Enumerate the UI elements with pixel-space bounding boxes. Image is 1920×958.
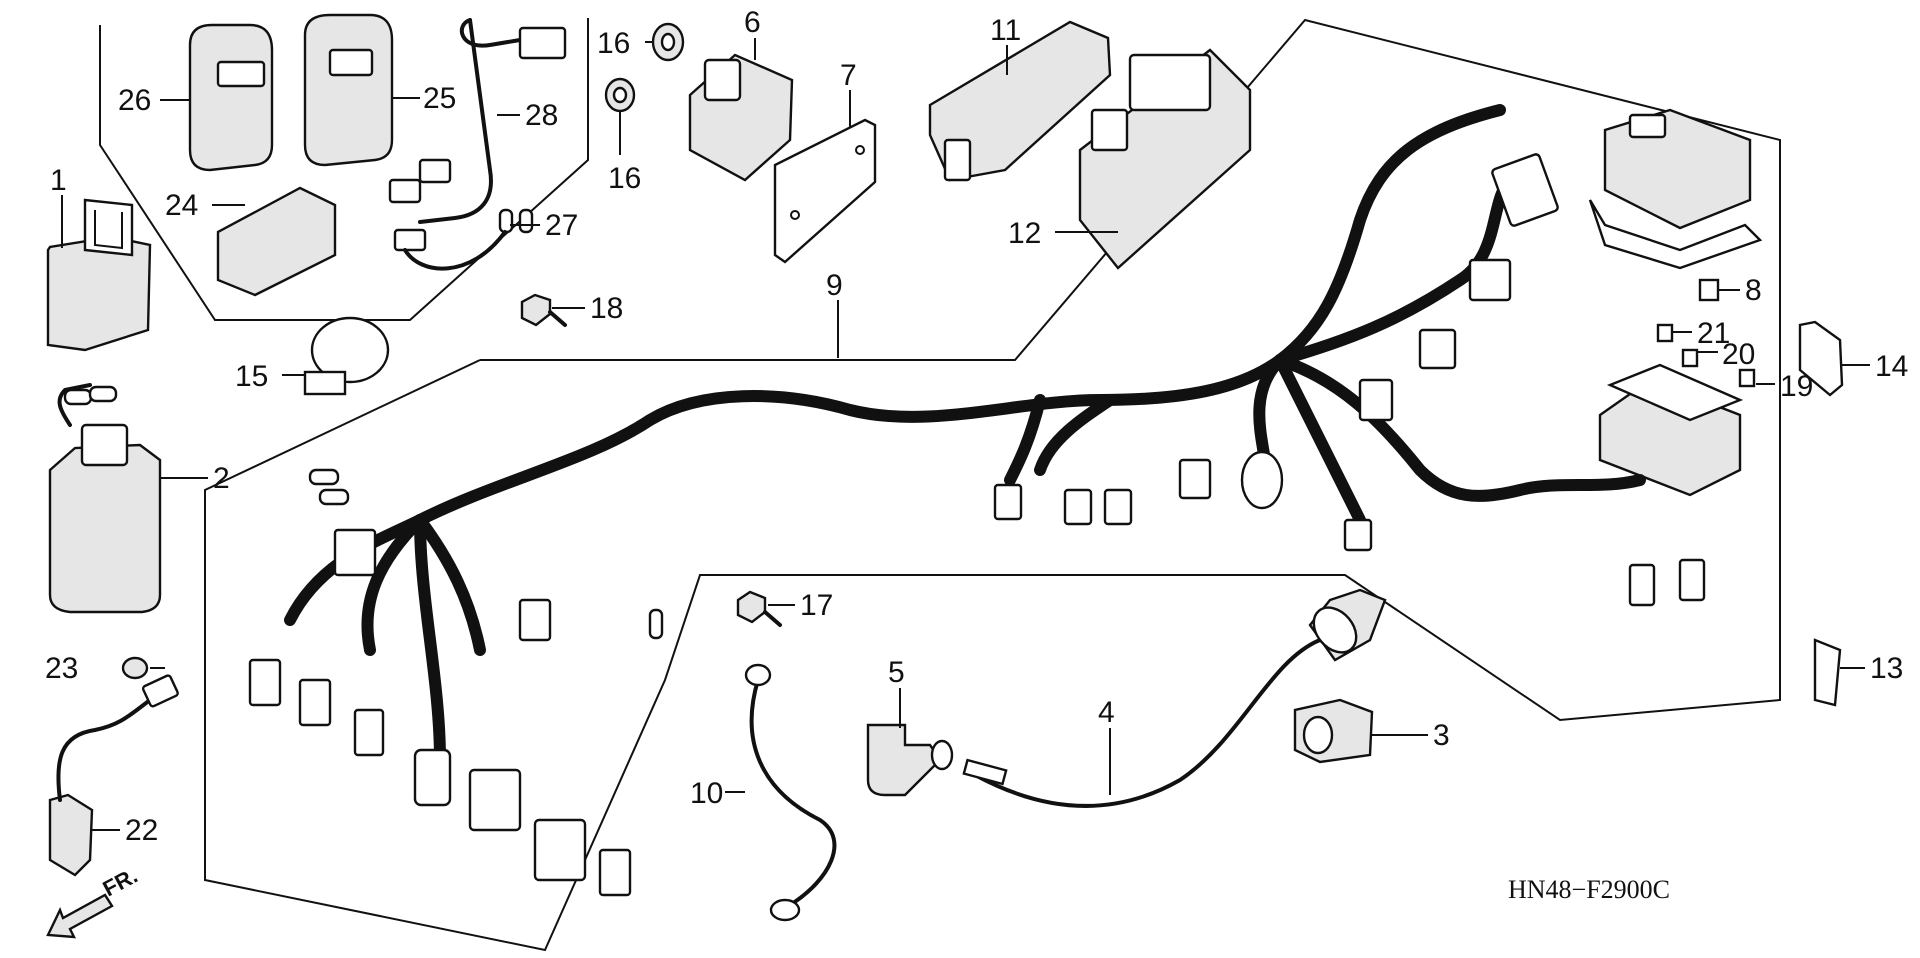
callout-20: 20: [1722, 338, 1755, 371]
callout-26: 26: [118, 84, 151, 117]
part-11-module: [928, 20, 1112, 182]
callout-23: 23: [45, 652, 78, 685]
callout-17: 17: [800, 589, 833, 622]
callout-8: 8: [1745, 274, 1762, 307]
part-16b-grommet: [604, 77, 636, 113]
part-15-clamp: [303, 316, 390, 396]
part-9-main-harness: [248, 104, 1706, 897]
callout-1: 1: [50, 164, 67, 197]
part-27-28-sub-harness: [388, 18, 567, 271]
callout-19: 19: [1780, 370, 1813, 403]
callout-16b: 16: [608, 162, 641, 195]
callout-15: 15: [235, 360, 268, 393]
callout-22: 22: [125, 814, 158, 847]
callout-28: 28: [525, 99, 558, 132]
part-19-fuse: [1738, 368, 1756, 388]
part-18-bolt: [520, 293, 567, 327]
part-22-sensor: [48, 674, 179, 877]
callout-24: 24: [165, 189, 198, 222]
part-14-bracket: [1798, 320, 1844, 397]
callout-labels: 1 2 3 4 5 6 7 8 9 10 11 12 13 14 15 16 1…: [45, 6, 1908, 847]
leader-lines: [61, 38, 1870, 831]
part-17-bolt: [736, 590, 782, 627]
group-outline-upper-left: [99, 18, 589, 321]
part-20-fuse: [1681, 348, 1699, 368]
front-direction-arrow: FR.: [46, 863, 142, 939]
part-2-cdi-unit: [48, 383, 162, 614]
part-6-relay: [688, 53, 794, 182]
part-1-bracket: [46, 198, 152, 352]
part-5-plug-cap: [866, 723, 954, 797]
part-3-clamp: [1293, 698, 1374, 764]
part-10-ground-cable: [744, 663, 837, 922]
callout-9: 9: [826, 269, 843, 302]
callout-4: 4: [1098, 696, 1115, 729]
callout-2: 2: [213, 462, 230, 495]
part-25-relay: [303, 13, 394, 167]
callout-21: 21: [1697, 317, 1730, 350]
callout-11: 11: [990, 14, 1021, 47]
callout-10: 10: [690, 777, 723, 810]
part-21-fuse: [1656, 323, 1674, 343]
callout-18: 18: [590, 292, 623, 325]
callout-13: 13: [1870, 652, 1903, 685]
callout-14: 14: [1875, 350, 1908, 383]
callout-25: 25: [423, 82, 456, 115]
callout-3: 3: [1433, 719, 1450, 752]
callout-6: 6: [744, 6, 761, 39]
part-26-relay: [188, 23, 274, 172]
diagram-code: HN48−F2900C: [1508, 875, 1670, 904]
callout-7: 7: [840, 59, 857, 92]
part-12-ecu: [1078, 48, 1252, 270]
part-23-clip: [121, 656, 149, 680]
callout-5: 5: [888, 656, 905, 689]
callout-16a: 16: [597, 27, 630, 60]
callout-12: 12: [1008, 217, 1041, 250]
group-outline-harness: [204, 18, 1781, 952]
part-8-fuse: [1698, 278, 1720, 302]
part-16a-grommet: [651, 22, 685, 62]
part-4-sensor-cable: [962, 588, 1387, 808]
fuse-box: [1588, 108, 1763, 497]
part-24-relay-box: [216, 186, 337, 297]
part-13-clip: [1813, 638, 1842, 707]
callout-27: 27: [545, 209, 578, 242]
part-7-plate: [773, 118, 877, 264]
